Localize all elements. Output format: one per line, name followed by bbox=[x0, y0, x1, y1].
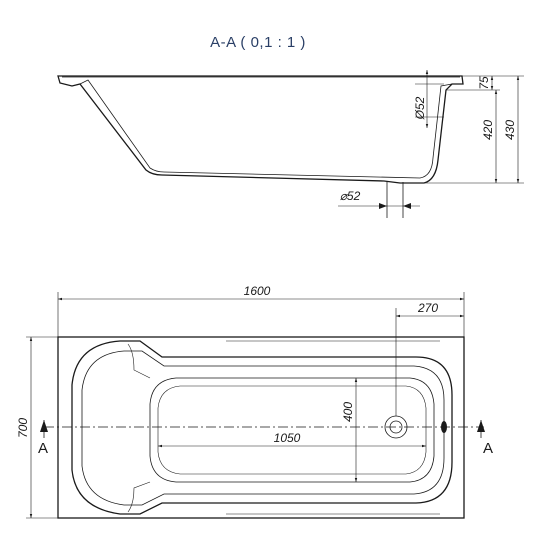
bowl-outline-outer bbox=[71, 340, 453, 515]
section-view: Ø52 75 420 430 ⌀52 bbox=[57, 70, 524, 218]
bowl-floor bbox=[149, 377, 435, 483]
plan-view: A A 1600 270 700 400 1050 bbox=[16, 284, 493, 519]
dim-d52-drain: ⌀52 bbox=[340, 189, 361, 203]
dim-75: 75 bbox=[477, 76, 491, 90]
bowl-outline-middle bbox=[81, 350, 445, 506]
headrest-curve-bottom bbox=[127, 481, 151, 513]
dim-1600: 1600 bbox=[244, 284, 271, 298]
bowl-floor-inner bbox=[157, 385, 427, 475]
tub-profile-inner bbox=[79, 79, 453, 179]
section-mark-left: A bbox=[38, 440, 48, 457]
section-mark-left-arrow bbox=[40, 420, 48, 432]
section-title: A-A ( 0,1 : 1 ) bbox=[210, 34, 306, 51]
dim-400: 400 bbox=[341, 402, 355, 422]
section-mark-right: A bbox=[483, 440, 493, 457]
drain-arrow-right bbox=[403, 203, 411, 209]
drain-arrow-left bbox=[379, 203, 387, 209]
dim-270: 270 bbox=[417, 301, 438, 315]
dim-420: 420 bbox=[481, 120, 495, 140]
section-mark-right-arrow bbox=[477, 420, 485, 432]
dim-430: 430 bbox=[503, 120, 517, 140]
headrest-curve-top bbox=[127, 343, 151, 379]
dim-700: 700 bbox=[16, 418, 30, 438]
tub-outer-rect bbox=[57, 336, 465, 519]
dim-d52-vertical: Ø52 bbox=[413, 96, 427, 120]
dim-1050: 1050 bbox=[274, 431, 301, 445]
tub-profile-outer bbox=[57, 75, 464, 184]
